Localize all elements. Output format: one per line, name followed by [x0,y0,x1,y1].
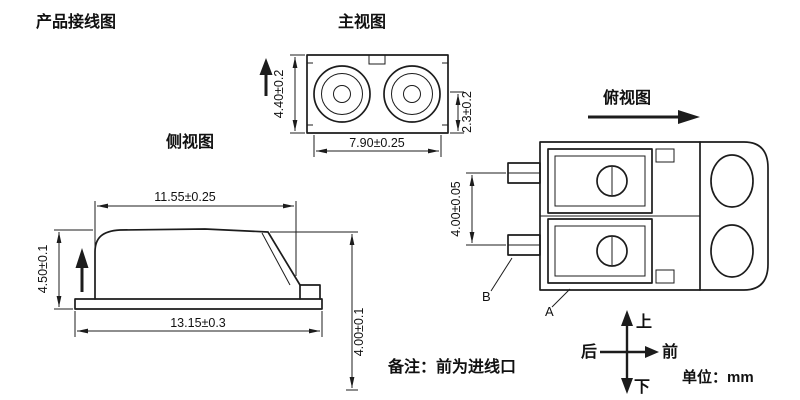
top-view-drawing [507,141,769,291]
front-right-hole-inner [391,73,433,115]
dim-side-height-text: 4.50±0.1 [36,245,50,294]
side-view-body-outline [94,228,301,300]
dim-front-height-text: 4.40±0.2 [272,70,286,119]
side-view-base-plate [74,298,323,310]
front-right-hole-center [403,85,421,103]
terminal-upper-inner [554,155,646,207]
label-a-text: A [545,304,554,319]
compass-front-label: 前 [662,342,678,361]
dim-side-base-width-text: 13.15±0.3 [170,316,226,330]
pin-upper [507,162,541,184]
terminal-block-lower [547,218,653,284]
top-view-outline [539,141,769,291]
front-view-outline [306,54,449,134]
right-direction-arrow-icon [588,110,700,124]
front-left-hole-center [333,85,351,103]
front-top-tab [368,54,386,65]
right-arrow-icon [645,346,659,358]
unit-text: 单位：mm [682,368,754,386]
pin-lower [507,234,541,256]
leader-line [490,257,513,292]
screw-lower [596,235,628,267]
front-left-hole [313,65,371,123]
terminal-lower-outer [547,218,653,284]
wire-entry-hole-lower [710,224,754,278]
front-view-drawing [306,54,449,134]
terminal-block-upper [547,148,653,214]
front-left-hole-inner [321,73,363,115]
dim-top-pin-pitch-text: 4.00±0.05 [449,181,463,237]
dim-top-pin-pitch: 4.00±0.05 [449,172,506,246]
wire-entry-hole-upper [710,154,754,208]
side-view-drawing [74,228,323,310]
dim-front-inner-height-text: 2.3±0.2 [460,91,474,133]
page-title: 产品接线图 [36,12,116,31]
direction-compass: 上 下 前 后 [581,310,678,396]
compass-down-label: 下 [634,379,650,396]
dim-side-right-height-text: 4.00±0.1 [352,308,366,357]
screw-upper [596,165,628,197]
note-text: 备注：前为进线口 [387,357,516,376]
part-label-b: B [482,257,513,304]
dim-side-top-width-text: 11.55±0.25 [154,190,216,204]
part-label-a: A [545,288,571,319]
top-view-label: 俯视图 [603,88,651,107]
front-left-hole-outer [313,65,371,123]
dim-front-inner-height: 2.3±0.2 [450,91,474,134]
terminal-upper-outer [547,148,653,214]
front-view-label: 主视图 [338,12,386,31]
down-arrow-icon [621,378,633,394]
dim-side-right-height: 4.00±0.1 [270,231,366,391]
front-right-hole [383,65,441,123]
dim-side-top-width: 11.55±0.25 [94,190,297,276]
top-view-tab-lower [655,269,675,284]
label-b-text: B [482,289,491,304]
compass-back-label: 后 [581,343,597,361]
dim-front-width: 7.90±0.25 [313,135,442,157]
up-direction-arrow-icon [75,248,89,292]
side-view-right-foot [299,284,321,300]
dim-front-width-text: 7.90±0.25 [349,136,405,150]
up-direction-arrow-icon [259,58,273,96]
dim-front-height: 4.40±0.2 [259,54,305,134]
up-arrow-icon [621,310,633,326]
top-view-tab-upper [655,148,675,163]
dim-side-height: 4.50±0.1 [36,229,93,310]
leader-line [551,288,571,308]
terminal-lower-inner [554,225,646,277]
compass-up-label: 上 [636,313,652,331]
dim-side-base-width: 13.15±0.3 [74,311,323,337]
front-right-hole-outer [383,65,441,123]
front-corner-notches [307,62,448,126]
side-view-slope-inner-line [261,232,291,286]
side-view-label: 侧视图 [166,132,214,151]
